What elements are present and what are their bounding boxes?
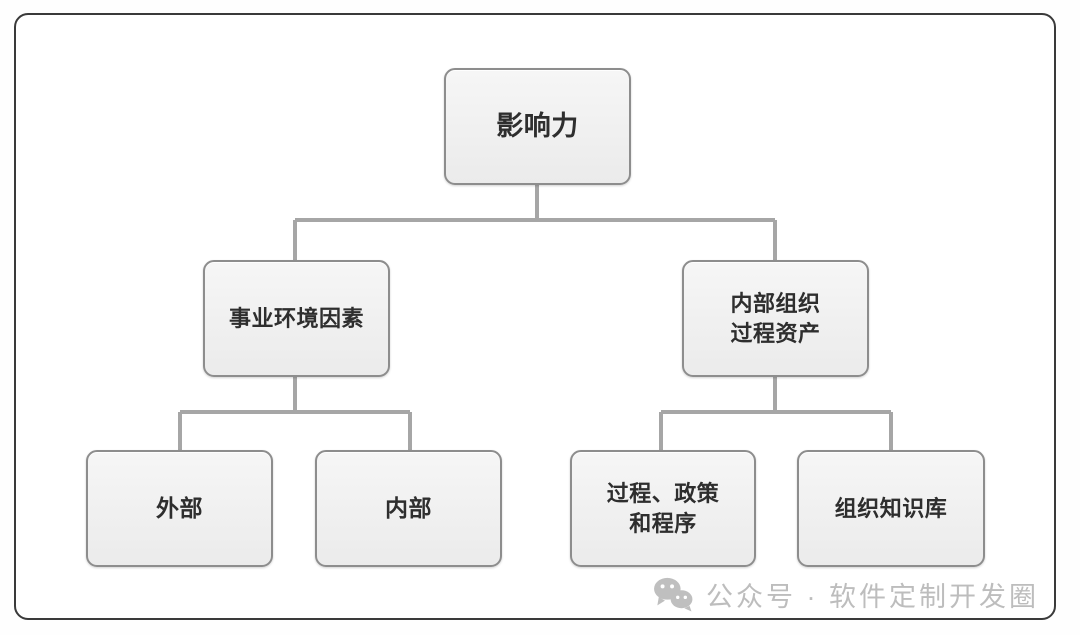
node-process-policy-procedure[interactable]: 过程、政策 和程序 <box>570 450 756 567</box>
node-organizational-process-assets-label: 内部组织 过程资产 <box>730 291 821 346</box>
node-enterprise-environmental-factors[interactable]: 事业环境因素 <box>203 260 390 377</box>
node-internal[interactable]: 内部 <box>315 450 502 567</box>
node-organizational-knowledge-base[interactable]: 组织知识库 <box>797 450 985 567</box>
watermark-text: 公众号 · 软件定制开发圈 <box>706 581 1039 612</box>
node-enterprise-environmental-factors-label: 事业环境因素 <box>228 305 364 331</box>
node-external[interactable]: 外部 <box>86 450 273 567</box>
node-organizational-knowledge-base-label: 组织知识库 <box>834 495 948 521</box>
watermark: 公众号 · 软件定制开发圈 <box>652 572 1039 616</box>
node-internal-label: 内部 <box>385 495 432 522</box>
node-organizational-process-assets[interactable]: 内部组织 过程资产 <box>682 260 869 377</box>
node-process-policy-procedure-label: 过程、政策 和程序 <box>606 481 720 536</box>
wechat-icon <box>654 577 693 612</box>
node-influence-label: 影响力 <box>496 110 579 141</box>
node-external-label: 外部 <box>156 495 203 522</box>
node-influence[interactable]: 影响力 <box>444 68 631 185</box>
